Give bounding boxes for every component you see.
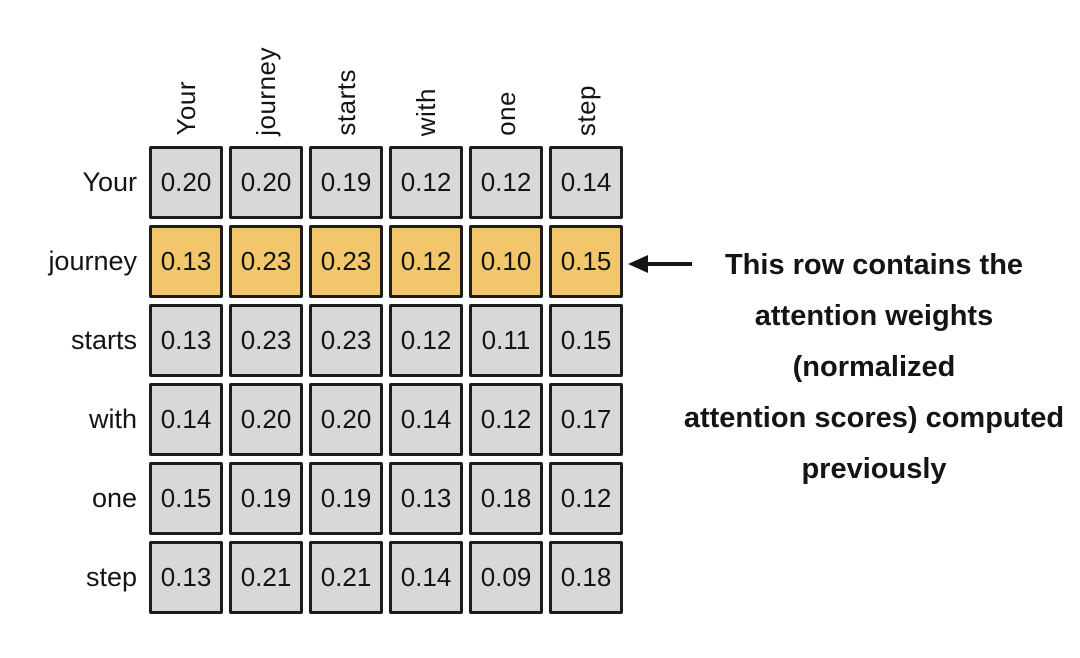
matrix-cell-your-journey: 0.20 [229,146,303,219]
row-label-one: one [91,483,137,513]
row-label-your: Your [82,167,137,197]
row-label-with: with [88,404,137,434]
matrix-cell-step-one: 0.09 [469,541,543,614]
matrix-cell-starts-journey: 0.23 [229,304,303,377]
matrix-cell-with-journey: 0.20 [229,383,303,456]
column-header-label: one [490,91,521,136]
matrix-cell-one-step: 0.12 [549,462,623,535]
column-header-step: step [549,85,623,140]
column-header-label: Your [170,81,201,136]
annotation-line: attention weights (normalized [754,300,994,383]
matrix-cell-step-journey: 0.21 [229,541,303,614]
column-header-with: with [389,88,463,140]
column-headers: Your journey starts with one step [149,0,623,140]
matrix-cell-step-starts: 0.21 [309,541,383,614]
matrix-cell-your-one: 0.12 [469,146,543,219]
column-header-label: journey [250,47,281,136]
matrix-cell-step-your: 0.13 [149,541,223,614]
matrix-cell-one-your: 0.15 [149,462,223,535]
column-header-your: Your [149,81,223,140]
matrix-cell-starts-step: 0.15 [549,304,623,377]
matrix-cell-starts-your: 0.13 [149,304,223,377]
left-arrow-icon [628,255,692,273]
matrix-cell-with-starts: 0.20 [309,383,383,456]
column-header-label: starts [330,69,361,136]
annotation-line: This row contains the [724,249,1024,281]
matrix-cell-journey-your: 0.13 [149,225,223,298]
matrix-cell-your-step: 0.14 [549,146,623,219]
annotation-text: This row contains the attention weights (… [672,240,1076,495]
matrix-cell-journey-starts: 0.23 [309,225,383,298]
matrix-cell-one-starts: 0.19 [309,462,383,535]
matrix-cell-your-with: 0.12 [389,146,463,219]
matrix-cell-starts-starts: 0.23 [309,304,383,377]
matrix-cell-with-with: 0.14 [389,383,463,456]
matrix-cell-journey-journey: 0.23 [229,225,303,298]
matrix-cell-with-step: 0.17 [549,383,623,456]
matrix-cell-with-one: 0.12 [469,383,543,456]
matrix-cell-one-journey: 0.19 [229,462,303,535]
column-header-starts: starts [309,69,383,140]
matrix-cell-journey-one: 0.10 [469,225,543,298]
matrix-cell-journey-step: 0.15 [549,225,623,298]
matrix-cell-one-with: 0.13 [389,462,463,535]
matrix-cell-one-one: 0.18 [469,462,543,535]
column-header-label: step [570,84,601,136]
matrix-cell-starts-with: 0.12 [389,304,463,377]
row-label-starts: starts [70,325,137,355]
matrix-cell-your-your: 0.20 [149,146,223,219]
column-header-journey: journey [229,47,303,140]
column-header-one: one [469,91,543,140]
row-labels: Your journey starts with one step [0,146,137,614]
row-label-journey: journey [48,246,137,276]
matrix-cell-with-your: 0.14 [149,383,223,456]
matrix-cell-your-starts: 0.19 [309,146,383,219]
matrix-cell-starts-one: 0.11 [469,304,543,377]
row-label-step: step [85,562,137,592]
matrix-cell-step-step: 0.18 [549,541,623,614]
annotation-line: previously [801,453,947,485]
annotation-line: attention scores) computed [683,402,1065,434]
matrix-cell-journey-with: 0.12 [389,225,463,298]
matrix-cell-step-with: 0.14 [389,541,463,614]
column-header-label: with [410,87,441,136]
